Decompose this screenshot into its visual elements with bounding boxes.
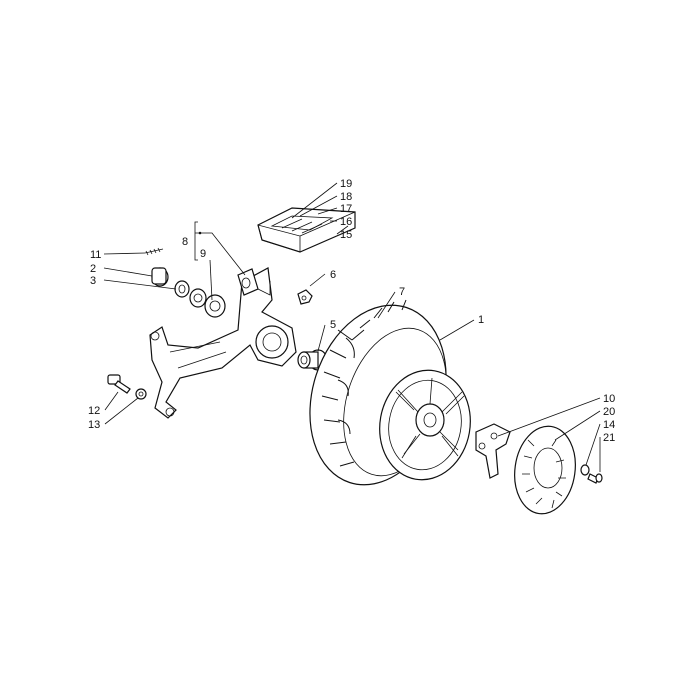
bearing-part [174,280,190,298]
callout-11: 11 [90,249,101,261]
callout-13: 13 [88,419,100,431]
control-box-part [257,207,356,253]
callout-17: 17 [340,203,352,215]
leader-lines [103,182,601,472]
callout-21: 21 [603,432,615,444]
callout-3: 3 [90,275,96,287]
bolt-part [107,374,131,394]
screw-part [587,473,603,484]
callout-18: 18 [340,191,352,203]
group-bracket [194,221,202,261]
callout-labels: 19 18 17 16 15 11 2 3 8 9 6 5 7 1 12 13 … [88,178,615,444]
pin-part [144,247,164,256]
callout-19: 19 [340,178,352,190]
caliper-bracket-part [475,423,511,479]
callout-5: 5 [330,319,336,331]
callout-2: 2 [90,263,96,275]
swing-arm-bracket-part [149,267,297,419]
wheel-rim-part [379,369,471,481]
callout-10: 10 [603,393,615,405]
callout-16: 16 [340,216,352,228]
callout-1: 1 [478,314,484,326]
callout-12: 12 [88,405,100,417]
clip-part [297,289,313,305]
bearing-left-part [189,288,207,308]
washer-14-part [580,464,590,476]
bearing-9-part [204,294,226,318]
callout-9: 9 [200,248,206,260]
brake-disc-part [514,425,576,515]
callout-8: 8 [182,236,188,248]
callout-20: 20 [603,406,615,418]
callout-7: 7 [399,286,405,298]
callout-14: 14 [603,419,615,431]
callout-15: 15 [340,229,352,241]
callout-6: 6 [330,269,336,281]
bushing-part [151,267,169,287]
washer-part [135,388,147,400]
